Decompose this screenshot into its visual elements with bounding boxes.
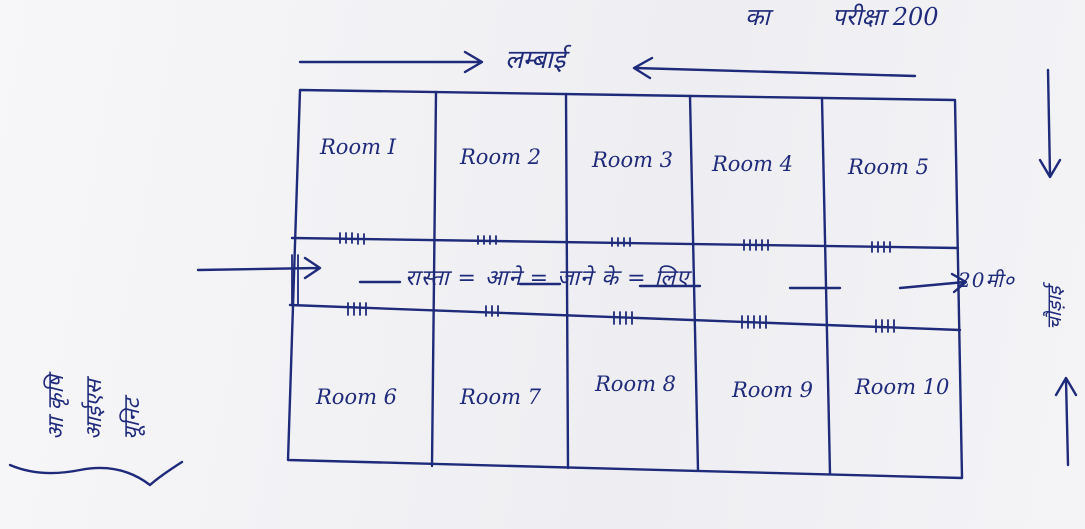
corridor-width-label: 20मी० <box>958 268 1015 292</box>
title-arrow-left <box>298 50 484 74</box>
column-divider-4 <box>820 96 832 476</box>
room-9-label: Room 9 <box>732 378 814 402</box>
room-7-label: Room 7 <box>460 385 542 409</box>
top-fragment-1: का <box>745 3 770 31</box>
room-6-label: Room 6 <box>316 385 398 409</box>
room-10-label: Room 10 <box>855 375 950 399</box>
diagram-title: लम्बाई <box>505 45 566 75</box>
left-note-line-3: यूनिट <box>120 398 145 440</box>
top-fragment-2: परीक्षा 200 <box>832 3 939 31</box>
column-divider-3 <box>688 94 700 472</box>
left-note-line-2: आईएस <box>82 379 107 440</box>
column-divider-1 <box>430 90 438 468</box>
title-arrow-right <box>632 56 917 80</box>
room-5-label: Room 5 <box>848 155 930 179</box>
side-label: चौड़ाई <box>1042 286 1066 330</box>
exit-arrow <box>898 272 968 294</box>
corridor-top-line <box>290 236 960 250</box>
corridor-label: रास्ता = आने = जाने के = लिए <box>405 266 690 291</box>
room-8-label: Room 8 <box>595 372 677 396</box>
hatch-marks <box>291 232 895 333</box>
room-2-label: Room 2 <box>460 145 542 169</box>
room-3-label: Room 3 <box>592 148 674 172</box>
left-note-line-1: आ कृषि <box>44 375 69 440</box>
corridor-bottom-line <box>288 303 962 332</box>
column-divider-2 <box>564 92 570 470</box>
left-brace <box>8 460 184 487</box>
side-arrow-down <box>1038 68 1062 179</box>
path-dashes <box>358 280 842 290</box>
room-4-label: Room 4 <box>712 152 794 176</box>
entry-arrow <box>196 256 322 280</box>
outer-border <box>286 88 964 480</box>
room-1-label: Room I <box>320 135 396 159</box>
side-arrow-up <box>1054 376 1078 467</box>
